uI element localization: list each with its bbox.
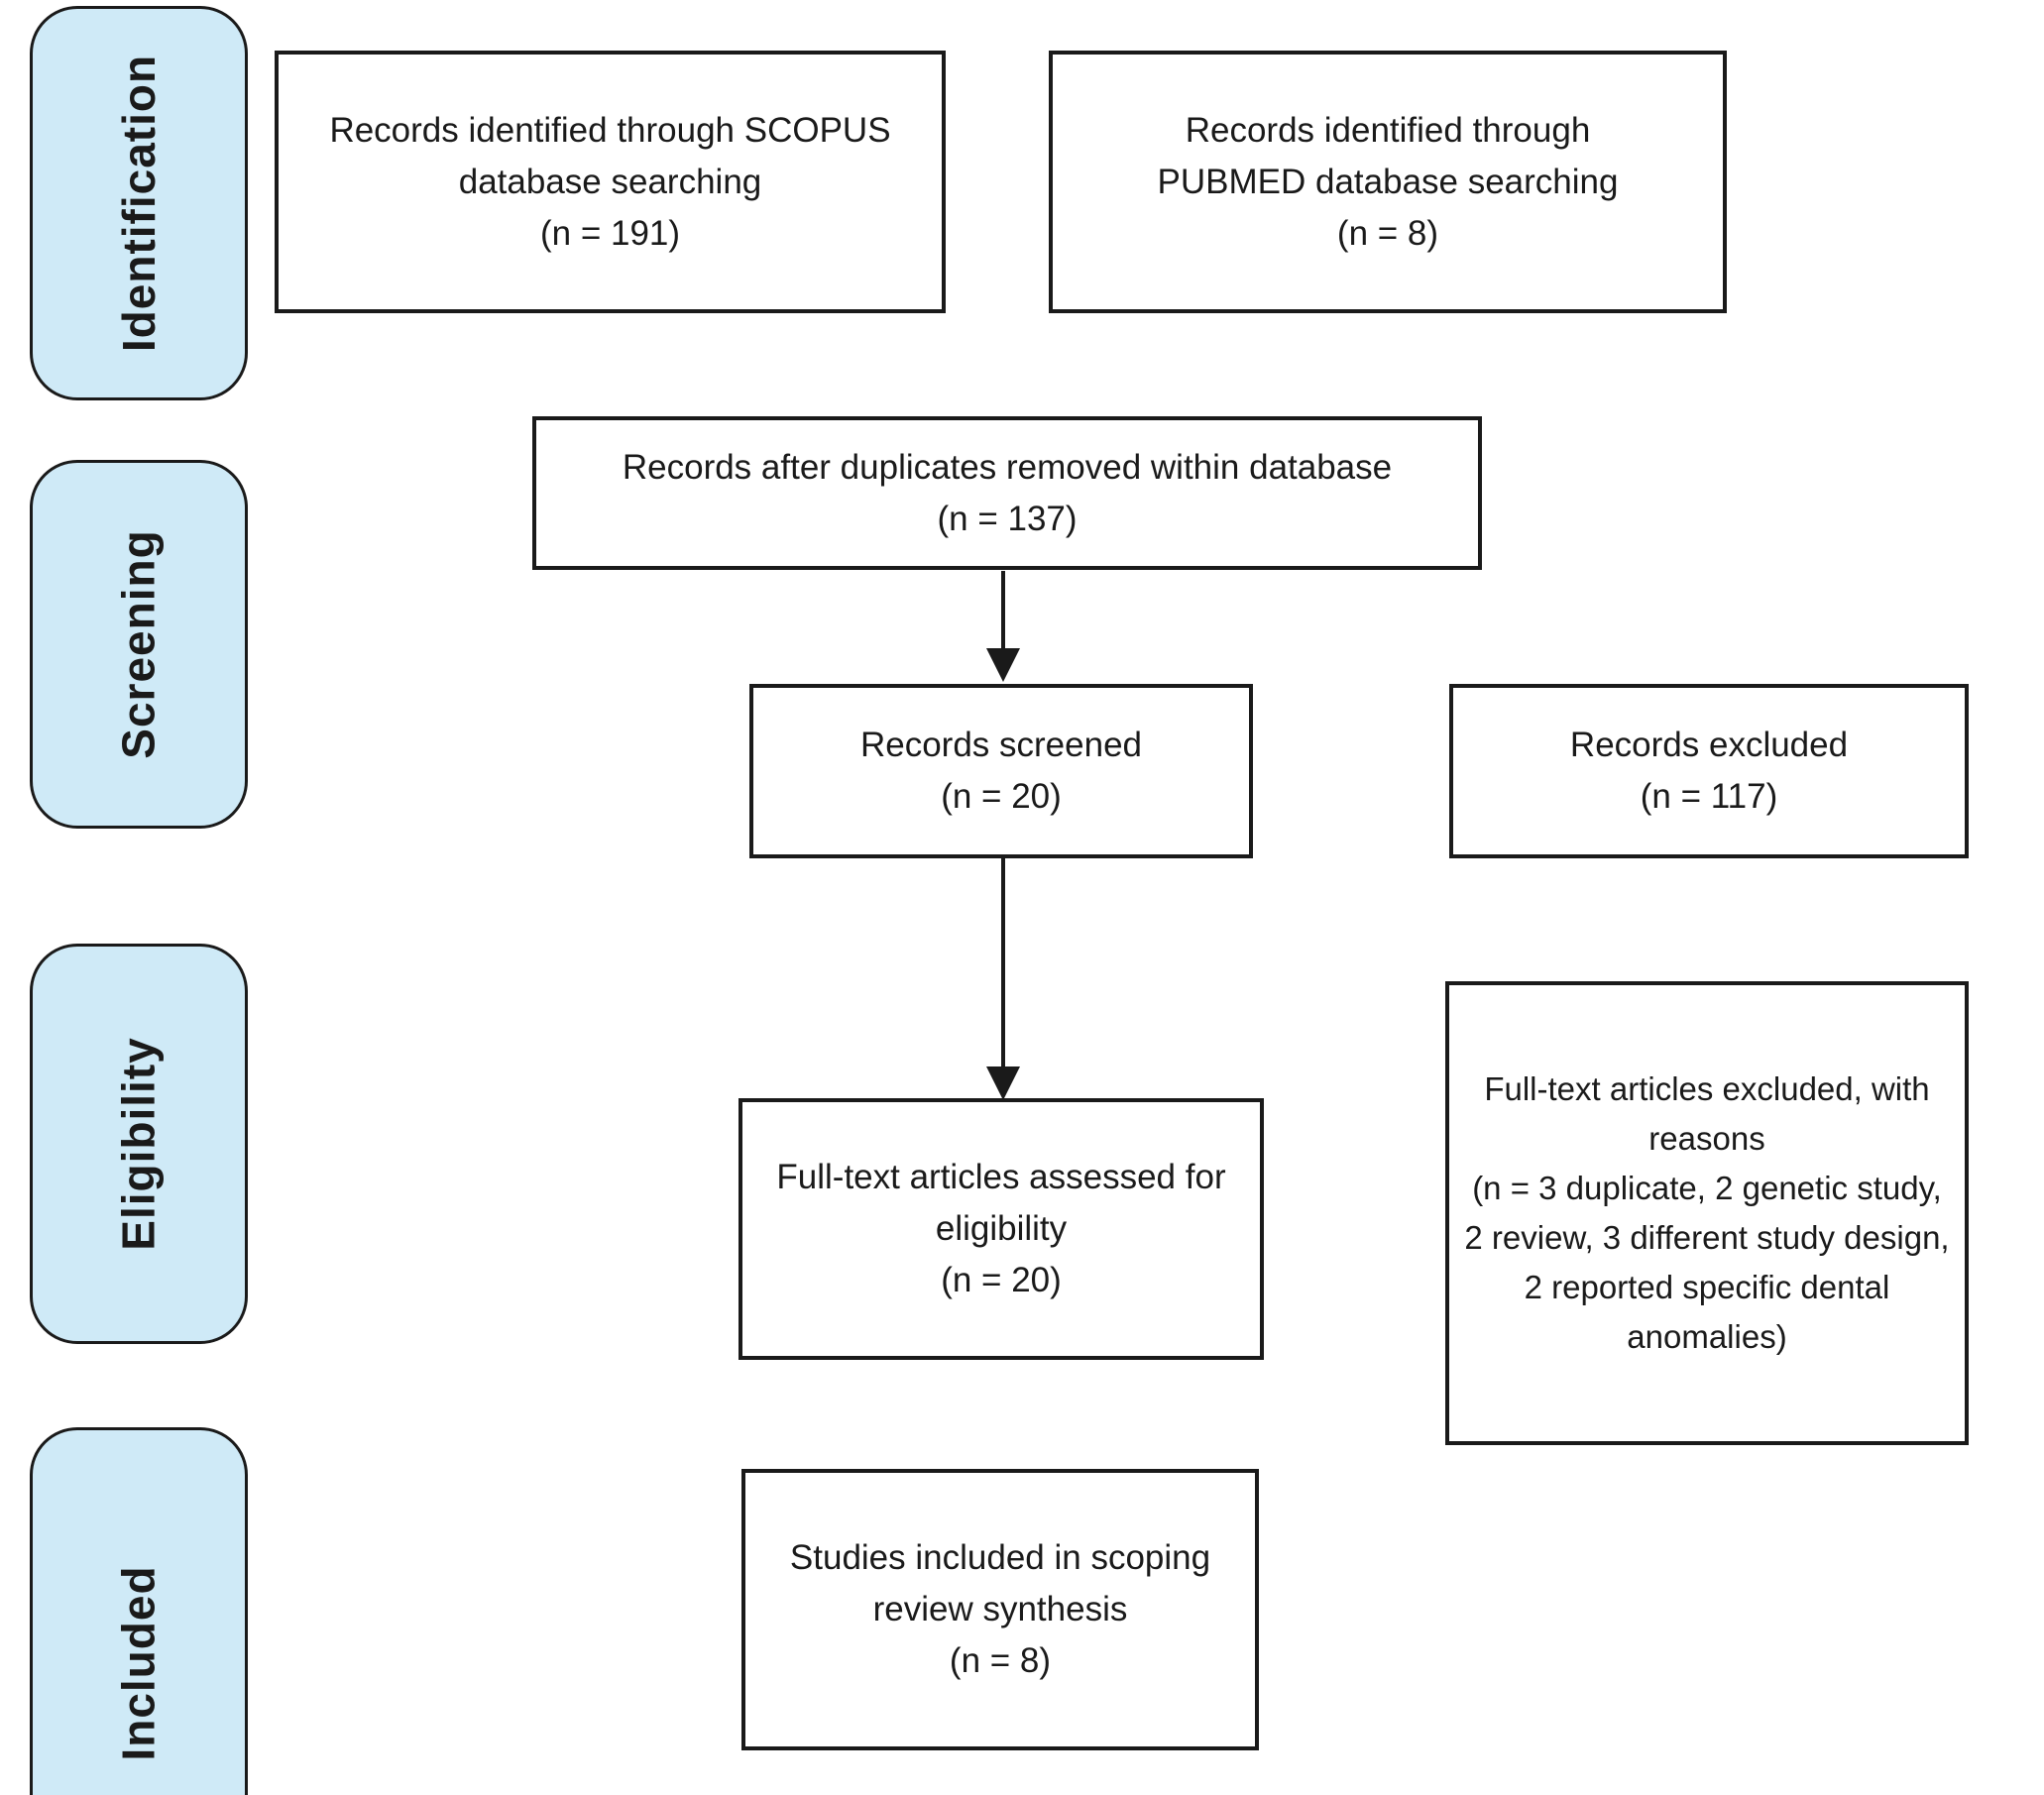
box-records-excluded-count: (n = 117) xyxy=(1640,777,1778,816)
stage-label-eligibility: Eligibility xyxy=(30,944,248,1344)
box-records-identified-scopus: Records identified through SCOPUS databa… xyxy=(275,51,946,313)
box-fulltext-assessed-text: Full-text articles assessed for eligibil… xyxy=(776,1158,1226,1248)
box-fulltext-excluded-reasons-count: (n = 3 duplicate, 2 genetic study, 2 rev… xyxy=(1464,1170,1950,1355)
box-fulltext-assessed-count: (n = 20) xyxy=(941,1261,1062,1299)
stage-label-screening-text: Screening xyxy=(113,529,166,759)
box-records-screened-text: Records screened xyxy=(859,726,1143,764)
arrow-duplicates-to-screened-line xyxy=(1001,571,1005,650)
box-records-excluded: Records excluded (n = 117) xyxy=(1449,684,1969,858)
box-studies-included-count: (n = 8) xyxy=(949,1641,1052,1680)
stage-label-included: Included xyxy=(30,1427,248,1795)
box-records-identified-pubmed-count: (n = 8) xyxy=(1336,213,1439,253)
box-records-after-duplicates-removed-count: (n = 137) xyxy=(937,499,1078,538)
box-records-identified-scopus-count: (n = 191) xyxy=(539,213,681,253)
stage-label-eligibility-text: Eligibility xyxy=(113,1037,165,1251)
stage-label-identification-text: Identification xyxy=(113,54,166,353)
box-records-screened-count: (n = 20) xyxy=(941,777,1062,816)
box-records-excluded-text: Records excluded xyxy=(1569,726,1849,764)
box-records-identified-scopus-text: Records identified through SCOPUS databa… xyxy=(329,110,891,201)
stage-label-screening: Screening xyxy=(30,460,248,829)
arrow-duplicates-to-screened-head xyxy=(986,648,1020,682)
arrow-screened-to-fulltext-line xyxy=(1001,858,1005,1068)
box-studies-included-text: Studies included in scoping review synth… xyxy=(789,1538,1211,1628)
stage-label-identification: Identification xyxy=(30,6,248,400)
box-records-after-duplicates-removed: Records after duplicates removed within … xyxy=(532,416,1482,570)
box-records-identified-pubmed-text: Records identified through PUBMED databa… xyxy=(1157,110,1619,201)
box-records-identified-pubmed: Records identified through PUBMED databa… xyxy=(1049,51,1727,313)
box-fulltext-excluded-reasons-text: Full-text articles excluded, with reason… xyxy=(1484,1070,1930,1157)
box-records-screened: Records screened (n = 20) xyxy=(749,684,1253,858)
box-fulltext-assessed: Full-text articles assessed for eligibil… xyxy=(738,1098,1264,1360)
box-fulltext-excluded-reasons: Full-text articles excluded, with reason… xyxy=(1445,981,1969,1445)
box-records-after-duplicates-removed-text: Records after duplicates removed within … xyxy=(622,447,1393,487)
box-studies-included: Studies included in scoping review synth… xyxy=(741,1469,1259,1750)
stage-label-included-text: Included xyxy=(113,1565,165,1761)
arrow-screened-to-fulltext-head xyxy=(986,1066,1020,1100)
